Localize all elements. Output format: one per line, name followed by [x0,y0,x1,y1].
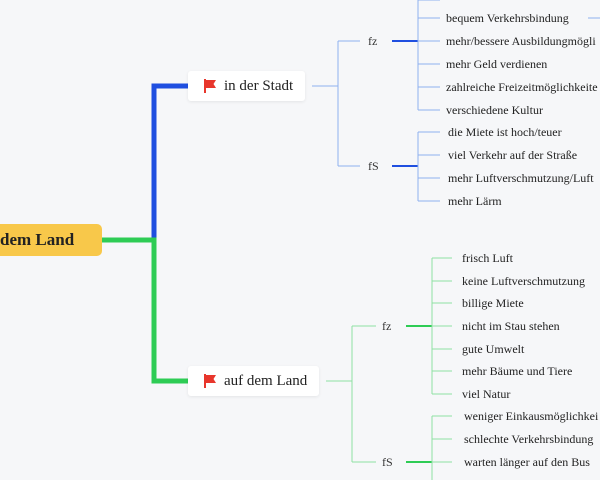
branch-topic-city[interactable]: in der Stadt [188,71,306,101]
connector-city-groups [312,40,360,167]
connector-city-fz-items [417,0,440,111]
connector-root-city [100,83,188,243]
branch-topic-land-label: auf dem Land [224,372,308,389]
subtopic-land-fs[interactable]: fS [382,455,393,469]
leaf-topic[interactable]: mehr Bäume und Tiere [462,364,573,378]
red-flag-icon [204,374,216,388]
branch-topic-city-label: in der Stadt [224,77,294,94]
connector-land-groups [326,325,376,463]
leaf-topic[interactable]: die Miete ist hoch/teuer [448,125,562,139]
branch-topic-land[interactable]: auf dem Land [188,366,320,396]
leaf-topic[interactable]: mehr Luftverschmutzung/Luft [448,171,594,185]
leaf-topic[interactable]: verschiedene Kultur [446,103,543,117]
leaf-topic[interactable]: schlechte Verkehrsbindung [464,432,594,446]
leaf-topic[interactable]: nicht im Stau stehen [462,319,560,333]
leaf-topic[interactable]: zahlreiche Freizeitmöglichkeite [446,80,598,94]
leaf-topic[interactable]: mehr Geld verdienen [446,57,548,71]
leaf-topic[interactable]: viel Verkehr auf der Straße [448,148,578,162]
leaf-topic[interactable]: billige Miete [462,296,524,310]
subtopic-land-fz[interactable]: fz [382,319,392,333]
leaf-topic[interactable]: frisch Luft [462,251,513,265]
connector-land-fs-items [431,415,452,480]
red-flag-icon [204,79,216,93]
subtopic-city-fs[interactable]: fS [368,159,379,173]
leaf-topic[interactable]: mehr Lärm [448,194,502,208]
leaf-topic[interactable]: gute Umwelt [462,342,525,356]
root-topic[interactable]: dem Land [0,224,102,256]
leaf-topic[interactable]: warten länger auf den Bus [464,455,590,469]
connector-root-land [100,237,188,384]
leaf-topic[interactable]: keine Luftverschmutzung [462,274,585,288]
leaf-topic[interactable]: viel Natur [462,387,511,401]
subtopic-city-fz[interactable]: fz [368,34,378,48]
leaf-topic[interactable]: weniger Einkausmöglichkei [464,409,599,423]
leaf-topic[interactable]: mehr/bessere Ausbildungmögli [446,34,596,48]
connector-land-fz-items [431,257,452,395]
leaf-topic[interactable]: bequem Verkehrsbindung [446,11,569,25]
root-topic-label: dem Land [0,230,75,249]
connector-city-fs-items [417,131,440,202]
